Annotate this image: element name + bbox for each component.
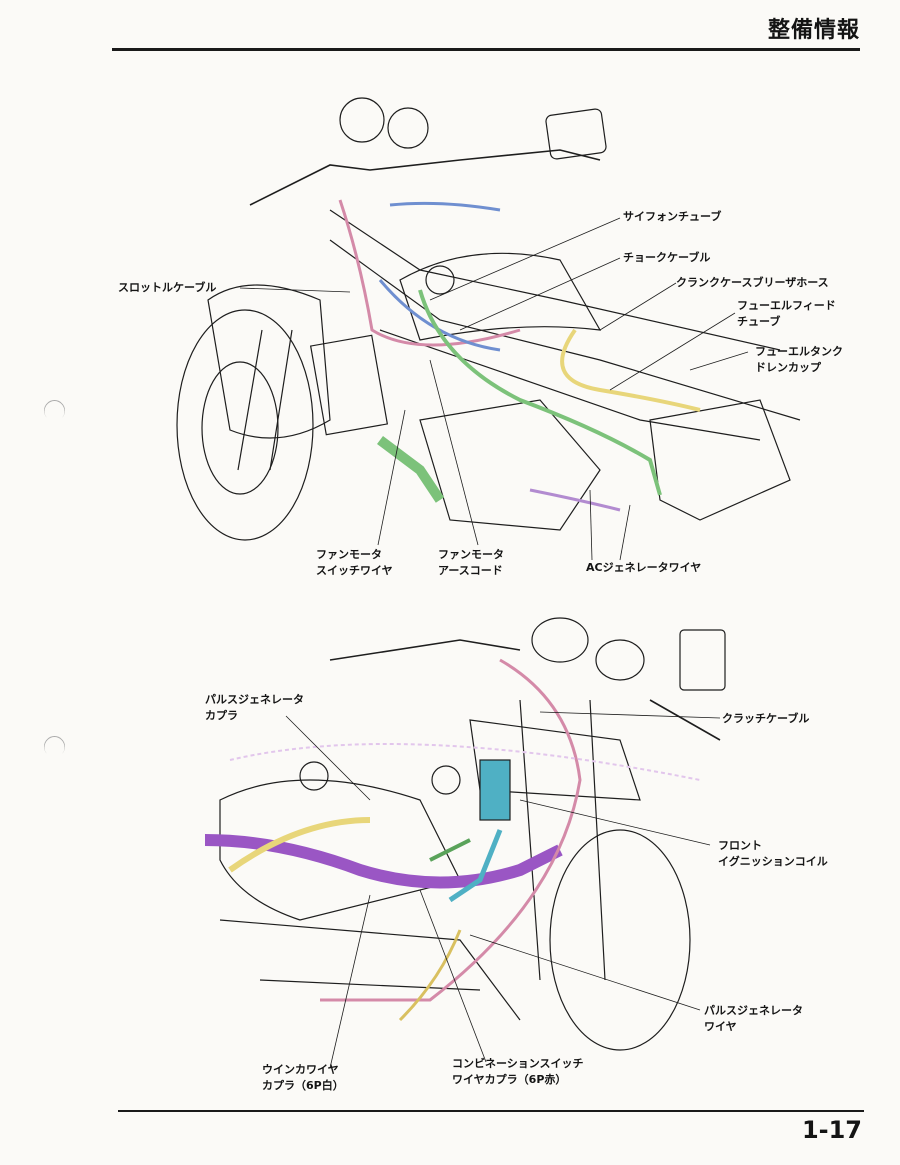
fuel-tank [399,252,602,341]
label-line: フューエルフィード [737,299,836,312]
label-pulse-generator-coupler: パルスジェネレータ カプラ [205,692,304,724]
ignition-coil [479,759,511,821]
label-line: ファンモータ [438,548,504,561]
fuel-cap [431,765,461,795]
label-fuel-feed-tube: フューエルフィード チューブ [737,298,836,330]
label-line: ドレンカップ [755,361,821,374]
label-fan-motor-earth-cord: ファンモータ アースコード [438,547,504,579]
handlebar [249,149,601,206]
label-line: チューブ [737,315,781,328]
gauge [531,617,589,663]
frame [219,919,521,1021]
yellow-tube [228,817,371,873]
front-wheel [549,829,691,1051]
label-line: ワイヤカプラ（6P赤） [452,1073,567,1086]
green-choke-cable [418,289,662,496]
label-line: パルスジェネレータ [704,1004,803,1017]
blue-wire [378,201,501,352]
label-line: フューエルタンク [755,345,843,358]
fuel-cap [425,265,455,295]
gauge [339,97,385,143]
purple-ac-wire [529,488,621,512]
mirror [545,108,607,160]
page-header-title: 整備情報 [767,18,860,43]
label-line: アースコード [438,564,503,577]
label-line: パルスジェネレータ [205,693,304,706]
label-winker-wire-coupler: ウインカワイヤ カプラ（6P白） [262,1062,344,1094]
yellow-pulse-wire [398,929,462,1022]
label-line: カプラ [205,709,238,722]
frame [329,209,801,441]
label-line: コンビネーションスイッチ [452,1057,584,1070]
label-line: フロント [718,839,762,852]
front-wheel [176,309,314,541]
yellow-fuel-tube [560,328,701,412]
label-clutch-cable: クラッチケーブル [722,712,810,725]
front-fork [237,329,293,471]
label-fuel-tank-drain-cup: フューエルタンク ドレンカップ [755,344,843,376]
label-siphon-tube: サイフォンチューブ [623,210,722,223]
bottom-illustration [204,617,726,1069]
label-line: イグニッションコイル [718,855,828,868]
purple-main-harness [204,834,563,889]
label-front-ignition-coil: フロント イグニッションコイル [718,838,828,870]
label-choke-cable: チョークケーブル [623,251,711,264]
pink-clutch-cable [320,658,582,1002]
label-line: ファンモータ [316,548,382,561]
label-ac-generator-wire: ACジェネレータワイヤ [586,561,702,574]
pink-light [229,743,701,781]
label-line: スイッチワイヤ [316,564,393,577]
handlebar [329,639,721,741]
green-coupler-wire [429,838,471,862]
label-line: カプラ（6P白） [262,1079,344,1092]
top-illustration [176,97,801,561]
label-fan-motor-switch-wire: ファンモータ スイッチワイヤ [316,547,393,579]
label-line: ウインカワイヤ [262,1063,339,1076]
front-fork [519,699,606,981]
label-line: ワイヤ [704,1020,737,1033]
label-crankcase-breather-hose: クランクケースブリーザホース [676,276,829,289]
cyan-wire [448,829,503,903]
mirror [679,629,726,691]
label-combination-switch-coupler: コンビネーションスイッチ ワイヤカプラ（6P赤） [452,1056,584,1088]
page-number: 1-17 [801,1116,862,1144]
label-throttle-cable: スロットルケーブル [118,281,217,294]
green-breather [377,436,445,503]
label-pulse-generator-wire: パルスジェネレータ ワイヤ [704,1003,803,1035]
header-rule [112,48,860,51]
footer-rule [118,1110,864,1112]
radiator [309,334,389,436]
